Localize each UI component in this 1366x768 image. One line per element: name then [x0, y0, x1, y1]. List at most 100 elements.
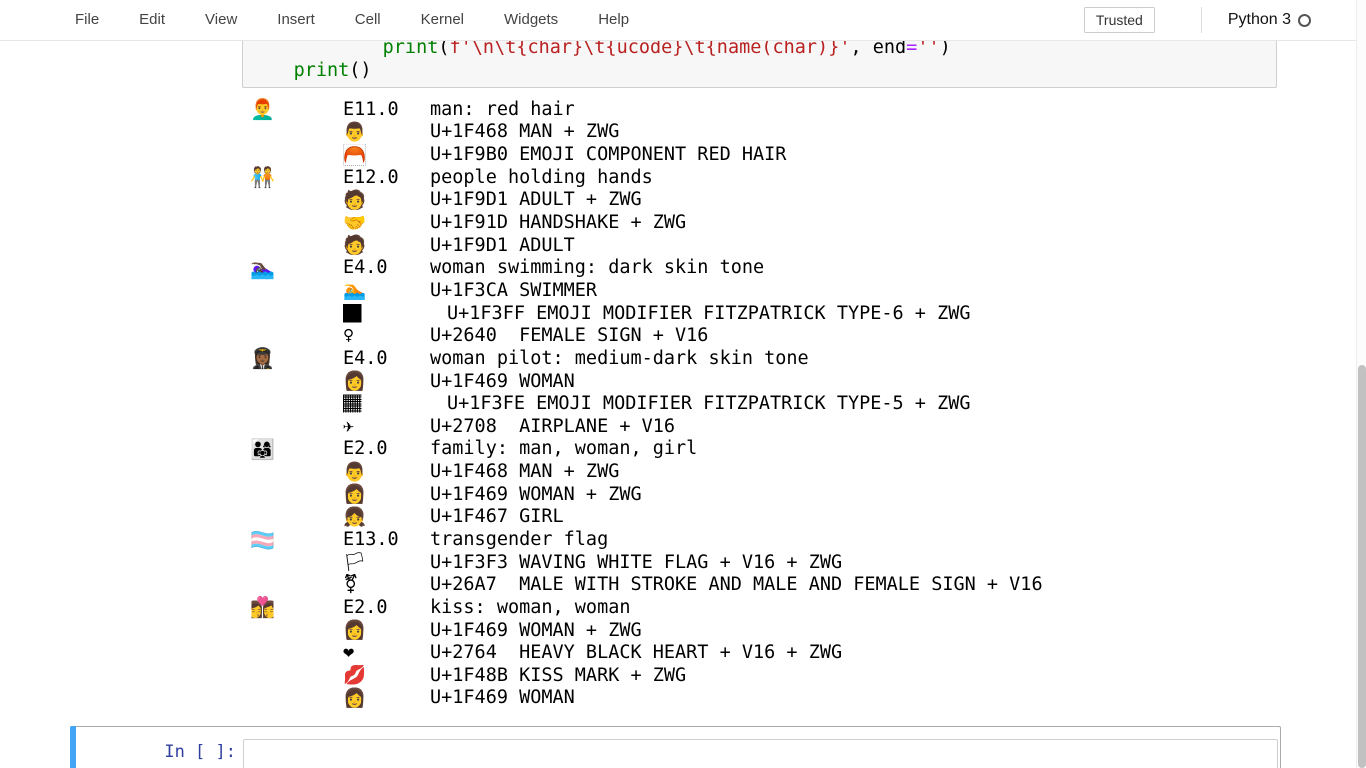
component-emoji: ⚧: [343, 574, 359, 596]
codepoint-description: U+1F469 WOMAN: [430, 370, 575, 392]
code-line-1: print(f'\n\t{char}\t{ucode}\t{name(char)…: [249, 36, 1270, 59]
code-line-2: print(): [249, 59, 1270, 82]
codepoint-description: transgender flag: [430, 528, 609, 550]
codepoint-description: U+2708 AIRPLANE + V16: [430, 415, 676, 437]
codepoint-description: U+1F469 WOMAN: [430, 687, 575, 709]
output-row: 👧 U+1F467 GIRL: [250, 506, 1366, 529]
menubar-divider: [1200, 7, 1202, 33]
emoji-version-label: E12.0: [343, 166, 399, 188]
codepoint-description: U+1F3CA SWIMMER: [430, 279, 598, 301]
codepoint-description: U+1F3F3 WAVING WHITE FLAG + V16 + ZWG: [430, 551, 843, 573]
code-token: print: [293, 60, 350, 81]
selected-cell-indicator: [70, 726, 76, 768]
output-row: ❤U+2764 HEAVY BLACK HEART + V16 + ZWG: [250, 641, 1366, 664]
component-emoji: 👩: [343, 620, 367, 642]
codepoint-description: family: man, woman, girl: [430, 438, 698, 460]
menu-item-edit[interactable]: Edit: [139, 11, 166, 28]
output-row: 👩 U+1F469 WOMAN + ZWG: [250, 483, 1366, 506]
empty-code-editor[interactable]: [243, 739, 1278, 768]
component-emoji: 👩: [343, 371, 367, 392]
menu-item-help[interactable]: Help: [598, 11, 630, 28]
codepoint-description: U+1F469 WOMAN + ZWG: [430, 619, 642, 641]
component-emoji: 🏿: [343, 302, 362, 324]
codepoint-description: U+1F3FE EMOJI MODIFIER FITZPATRICK TYPE-…: [447, 393, 971, 415]
codepoint-description: U+1F467 GIRL: [430, 506, 564, 528]
codepoint-description: U+1F9D1 ADULT + ZWG: [430, 189, 642, 211]
component-emoji: ♀: [343, 325, 355, 347]
output-row: 🏳 U+1F3F3 WAVING WHITE FLAG + V16 + ZWG: [250, 551, 1366, 574]
trusted-badge[interactable]: Trusted: [1083, 7, 1155, 33]
component-emoji: 🦰: [343, 144, 367, 166]
output-row: ♀ U+2640 FEMALE SIGN + V16: [250, 324, 1366, 347]
component-emoji: 🤝: [343, 212, 367, 234]
output-row: 👩 U+1F469 WOMAN: [250, 370, 1366, 393]
emoji-version-label: E2.0: [343, 596, 388, 618]
code-token: =: [906, 37, 918, 58]
code-cell[interactable]: print(f'\n\t{char}\t{ucode}\t{name(char)…: [0, 30, 1366, 709]
menu-item-cell[interactable]: Cell: [354, 11, 381, 28]
emoji-version-label: E2.0: [343, 438, 388, 460]
component-emoji: 👩: [343, 484, 367, 506]
component-emoji: 🏳: [343, 552, 367, 574]
emoji-sequence: 🧑‍🤝‍🧑: [250, 165, 275, 190]
codepoint-description: U+1F48B KISS MARK + ZWG: [430, 664, 687, 686]
output-row: 🦰 U+1F9B0 EMOJI COMPONENT RED HAIR: [250, 143, 1366, 166]
emoji-sequence: 🏊🏿‍♀️: [250, 255, 275, 280]
codepoint-description: woman swimming: dark skin tone: [430, 257, 765, 279]
output-row: 👩 U+1F469 WOMAN: [250, 687, 1366, 710]
component-emoji: 💋: [343, 665, 367, 687]
component-emoji: ❤: [343, 642, 355, 664]
scrollbar-track[interactable]: [1356, 0, 1366, 768]
notebook-menu: File Edit View Insert Cell Kernel Widgets Help: [55, 0, 649, 40]
output-row: 🏊🏿‍♀️ E4.0 woman swimming: dark skin tone: [250, 255, 1366, 280]
menu-item-file[interactable]: File: [75, 11, 100, 28]
code-token: f'\n\t{char}\t{ucode}\t{name(char)}': [449, 37, 851, 58]
kernel-name-label: Python 3: [1227, 11, 1291, 28]
code-token: print: [382, 37, 439, 58]
codepoint-description: U+1F9B0 EMOJI COMPONENT RED HAIR: [430, 144, 787, 166]
output-row: 👩 U+1F469 WOMAN + ZWG: [250, 619, 1366, 642]
codepoint-description: U+1F469 WOMAN + ZWG: [430, 483, 642, 505]
component-emoji: 🏊: [343, 280, 367, 302]
output-row: 💋 U+1F48B KISS MARK + ZWG: [250, 664, 1366, 687]
component-emoji: 👩: [343, 687, 367, 709]
code-token: [249, 60, 294, 81]
codepoint-description: U+1F468 MAN + ZWG: [430, 121, 620, 143]
input-prompt: In [ ]:: [164, 742, 236, 763]
menu-item-widgets[interactable]: Widgets: [504, 11, 559, 28]
output-row: ⚧ U+26A7 MALE WITH STROKE AND MALE AND FE…: [250, 573, 1366, 596]
component-emoji: 👧: [343, 506, 367, 528]
codepoint-description: U+26A7 MALE WITH STROKE AND MALE AND FEM…: [430, 574, 1043, 596]
component-emoji: 🧑: [343, 189, 367, 211]
output-row: 🤝 U+1F91D HANDSHAKE + ZWG: [250, 211, 1366, 234]
codepoint-description: man: red hair: [430, 98, 575, 120]
codepoint-description: woman pilot: medium-dark skin tone: [430, 347, 809, 369]
output-row: 🧑‍🤝‍🧑 E12.0 people holding hands: [250, 165, 1366, 190]
emoji-sequence: 👩🏾‍✈️: [250, 346, 275, 371]
codepoint-description: U+1F3FF EMOJI MODIFIER FITZPATRICK TYPE-…: [447, 302, 971, 324]
code-token: '': [917, 37, 940, 58]
codepoint-description: U+1F468 MAN + ZWG: [430, 461, 620, 483]
output-row: 🧑U+1F9D1 ADULT: [250, 234, 1366, 257]
menu-item-view[interactable]: View: [205, 11, 238, 28]
component-emoji: ✈: [343, 415, 355, 437]
menu-item-kernel[interactable]: Kernel: [420, 11, 464, 28]
codepoint-description: U+2640 FEMALE SIGN + V16: [430, 325, 709, 347]
output-row: 🏿 U+1F3FF EMOJI MODIFIER FITZPATRICK TYPE…: [250, 302, 1366, 325]
scrollbar-thumb[interactable]: [1358, 365, 1366, 768]
component-emoji: 👨: [343, 121, 367, 143]
code-token: ): [939, 37, 951, 58]
codepoint-description: U+1F91D HANDSHAKE + ZWG: [430, 212, 687, 234]
menu-item-insert[interactable]: Insert: [277, 11, 315, 28]
component-emoji: 🧑: [343, 235, 367, 257]
selected-empty-cell[interactable]: In [ ]:: [70, 726, 1281, 768]
output-row: ✈ U+2708 AIRPLANE + V16: [250, 415, 1366, 438]
codepoint-description: people holding hands: [430, 166, 653, 188]
emoji-version-label: E4.0: [343, 257, 388, 279]
